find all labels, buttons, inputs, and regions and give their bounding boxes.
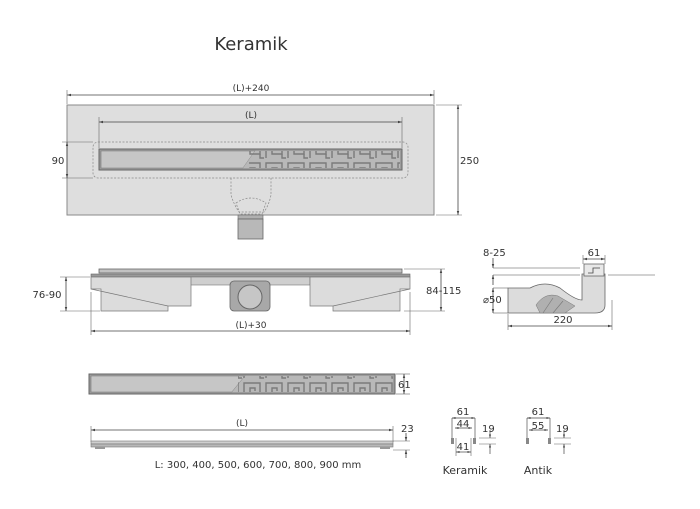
overall-length-label: (L)+240 [233, 84, 270, 94]
side-grate-width-label: 61 [588, 248, 601, 259]
keramik-inner-top-label: 44 [457, 419, 470, 430]
front-view: 76-90 84-115 (L)+30 [32, 268, 461, 335]
outlet-diameter-label: ⌀50 [483, 295, 502, 306]
outlet-length-label: 220 [553, 315, 572, 326]
section-keramik: 61 44 41 19 Keramik [443, 407, 496, 477]
grate-width-label: 61 [398, 380, 411, 391]
profile-view: (L) 23 L: 300, 400, 500, 600, 700, 800, … [90, 419, 414, 471]
channel-width-label: 90 [52, 156, 65, 167]
floor-adjust-label: 8-25 [483, 248, 506, 259]
overall-width-label: 250 [460, 156, 479, 167]
keramik-caption: Keramik [443, 464, 488, 477]
lengths-note: L: 300, 400, 500, 600, 700, 800, 900 mm [155, 460, 362, 471]
keramik-inner-bottom-label: 41 [457, 442, 470, 453]
keramik-outer-label: 61 [457, 407, 470, 418]
right-height-label: 84-115 [426, 286, 461, 297]
antik-caption: Antik [524, 464, 553, 477]
channel-length-label: (L) [245, 111, 257, 121]
section-antik: 61 55 19 Antik [524, 407, 571, 477]
antik-outer-label: 61 [532, 407, 545, 418]
drawing-title: Keramik [214, 34, 288, 55]
antik-inner-top-label: 55 [532, 421, 545, 432]
left-height-label: 76-90 [32, 290, 61, 301]
antik-height-label: 19 [556, 424, 569, 435]
base-length-label: (L)+30 [235, 321, 266, 331]
profile-height-label: 23 [401, 424, 414, 435]
keramik-height-label: 19 [482, 424, 495, 435]
top-view: (L)+240 (L) 90 250 [52, 84, 479, 240]
side-view: 8-25 61 ⌀50 220 [483, 248, 655, 330]
profile-length-label: (L) [236, 419, 248, 429]
grate-view: 61 [88, 373, 411, 395]
